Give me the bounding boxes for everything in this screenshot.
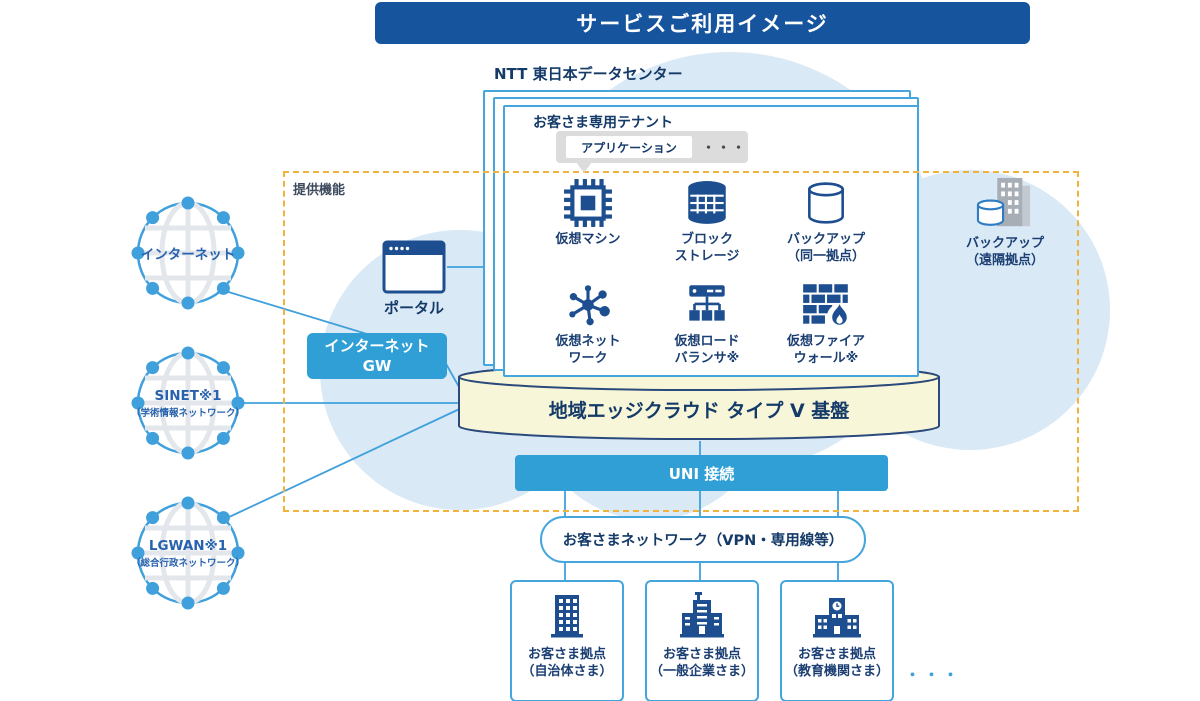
tenant-label: お客さま専用テナント [533, 115, 673, 131]
globe-title: SINET※1 [154, 387, 222, 404]
firewall-icon [799, 280, 853, 330]
uni-box: UNI 接続 [515, 455, 888, 491]
bubble-tail [576, 162, 592, 173]
site-card-enterprise: お客さま拠点（一般企業さま） [645, 580, 759, 701]
network-globe-sinet: SINET※1 （学術情報ネットワーク） [130, 345, 246, 461]
features-label: 提供機能 [293, 183, 346, 198]
internet-gw-label: GW [362, 357, 392, 375]
service-label: 仮想マシン [555, 232, 621, 247]
service-firewall: 仮想ファイアウォール※ [769, 280, 883, 367]
internet-gw-label: インターネット [324, 337, 430, 355]
application-bubble: アプリケーション ・・・ [556, 131, 748, 163]
application-more-dots: ・・・ [702, 141, 748, 156]
globe-icon [131, 496, 245, 610]
school-building-icon [813, 598, 861, 638]
service-virtual-machine: 仮想マシン [531, 178, 645, 248]
service-backup-local: バックアップ（同一拠点） [769, 178, 883, 265]
site-card-municipality: お客さま拠点（自治体さま） [510, 580, 624, 701]
site-card-education: お客さま拠点（教育機関さま） [780, 580, 894, 701]
backup-local-icon [801, 178, 851, 228]
service-load-balancer: 仮想ロードバランサ※ [650, 280, 764, 367]
virtual-network-icon [563, 280, 613, 330]
site-label: お客さま拠点（一般企業さま） [649, 647, 754, 679]
virtual-machine-icon [563, 178, 613, 228]
service-label: 仮想ロードバランサ※ [674, 334, 740, 366]
application-box: アプリケーション [566, 136, 692, 158]
office-building-icon [680, 592, 724, 638]
internet-gw-box: インターネット GW [307, 333, 447, 379]
service-virtual-network: 仮想ネットワーク [531, 280, 645, 367]
uni-label: UNI 接続 [668, 464, 735, 483]
service-label: 仮想ネットワーク [555, 334, 621, 366]
remote-backup-cell: バックアップ（遠隔拠点） [942, 176, 1068, 269]
datacenter-label: NTT 東日本データセンター [494, 65, 683, 83]
portal-label: ポータル [383, 299, 444, 317]
block-storage-icon [682, 178, 732, 228]
customer-network-label: お客さまネットワーク（VPN・専用線等） [562, 533, 844, 549]
globe-icon [131, 346, 245, 460]
globe-subtitle: （学術情報ネットワーク） [130, 407, 245, 419]
network-globe-internet: インターネット [130, 195, 246, 311]
globe-title: LGWAN※1 [148, 537, 228, 554]
load-balancer-icon [682, 280, 732, 330]
page-title: サービスご利用イメージ [375, 2, 1030, 44]
network-globe-lgwan: LGWAN※1 （総合行政ネットワーク） [130, 495, 246, 611]
service-label: ブロックストレージ [674, 232, 740, 264]
globe-icon [131, 196, 245, 310]
portal-icon [382, 240, 446, 294]
service-block-storage: ブロックストレージ [650, 178, 764, 265]
remote-backup-label: バックアップ（遠隔拠点） [965, 236, 1044, 268]
more-sites-dots: ・・・ [905, 666, 963, 684]
service-label: 仮想ファイアウォール※ [786, 334, 865, 366]
platform-label: 地域エッジクラウド タイプ V 基盤 [548, 400, 850, 422]
site-label: お客さま拠点（教育機関さま） [784, 647, 889, 679]
service-label: バックアップ（同一拠点） [786, 232, 865, 264]
globe-subtitle: （総合行政ネットワーク） [130, 557, 245, 569]
remote-backup-icon [974, 176, 1036, 232]
globe-title: インターネット [140, 246, 236, 263]
customer-network-pill: お客さまネットワーク（VPN・専用線等） [540, 516, 866, 563]
site-label: お客さま拠点（自治体さま） [521, 647, 613, 679]
government-building-icon [551, 595, 583, 638]
